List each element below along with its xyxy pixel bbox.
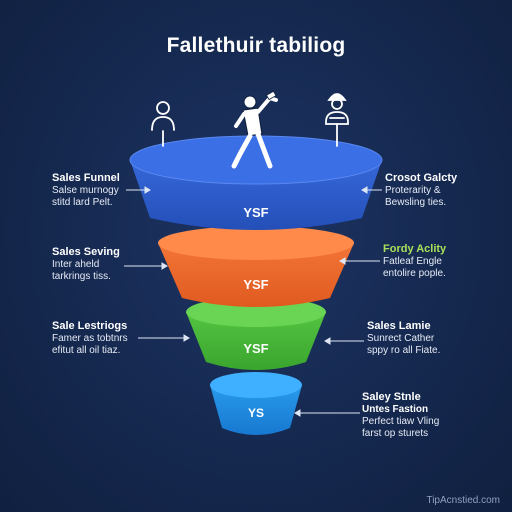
left-label-2-line-2: tarkrings tiss. (52, 271, 111, 282)
left-label-3: Sale Lestriogs Famer as tobtnrs efitut a… (52, 320, 128, 357)
funnel-tier-2: YSF (158, 226, 354, 307)
funnel-tier-3: YSF (186, 297, 326, 370)
tier-1-label: YSF (243, 205, 268, 220)
right-label-1-line-2: Bewsling ties. (385, 197, 447, 208)
left-label-2-head: Sales Seving (52, 246, 120, 258)
left-label-2-line-1: Inter aheld (52, 259, 100, 270)
tier-2-label: YSF (243, 277, 268, 292)
right-label-2-line-2: entolire pople. (383, 268, 446, 279)
tier-3-label: YSF (243, 341, 268, 356)
funnel-tier-4: YS (210, 372, 302, 435)
left-label-1-line-1: Salse murnogy (52, 185, 119, 196)
left-label-3-line-2: efitut all oil tiaz. (52, 345, 121, 356)
person-icon (151, 101, 175, 147)
left-label-3-head: Sale Lestriogs (52, 320, 128, 332)
right-label-2-head: Fordy Aclity (383, 243, 447, 255)
page-title: Fallethuir tabiliog (166, 34, 346, 57)
right-label-4-line-3: farst op sturets (362, 428, 429, 439)
right-label-4-line-1: Untes Fastion (362, 404, 429, 415)
connector-arrows (124, 186, 382, 417)
right-label-1-head: Crosot Galcty (385, 172, 458, 184)
left-label-3-line-1: Famer as tobtnrs (52, 333, 128, 344)
left-label-2: Sales Seving Inter aheld tarkrings tiss. (52, 246, 120, 283)
worker-icon (325, 93, 349, 147)
funnel-tier-1: YSF (129, 135, 383, 230)
right-label-2-line-1: Fatleaf Engle (383, 256, 442, 267)
left-label-1-line-2: stitd lard Pelt. (52, 197, 113, 208)
right-label-1-line-1: Proterarity & (385, 185, 441, 196)
tier-4-label: YS (248, 406, 264, 420)
right-label-4-line-2: Perfect tiaw Vling (362, 416, 440, 427)
footer-watermark: TipAcnstied.com (426, 495, 500, 506)
right-label-3-head: Sales Lamie (367, 320, 431, 332)
right-label-3-line-1: Sunrect Cather (367, 333, 435, 344)
right-label-2: Fordy Aclity Fatleaf Engle entolire popl… (383, 243, 446, 280)
right-label-4-head: Saley Stnle (362, 391, 421, 403)
left-label-1-head: Sales Funnel (52, 172, 120, 184)
right-label-4: Saley Stnle Untes Fastion Perfect tiaw V… (362, 391, 439, 440)
right-label-3: Sales Lamie Sunrect Cather sppy ro all F… (367, 320, 440, 357)
right-label-1: Crosot Galcty Proterarity & Bewsling tie… (385, 172, 457, 209)
right-label-3-line-2: sppy ro all Fiate. (367, 345, 441, 356)
left-label-1: Sales Funnel Salse murnogy stitd lard Pe… (52, 172, 120, 209)
runner-icon (231, 90, 278, 169)
